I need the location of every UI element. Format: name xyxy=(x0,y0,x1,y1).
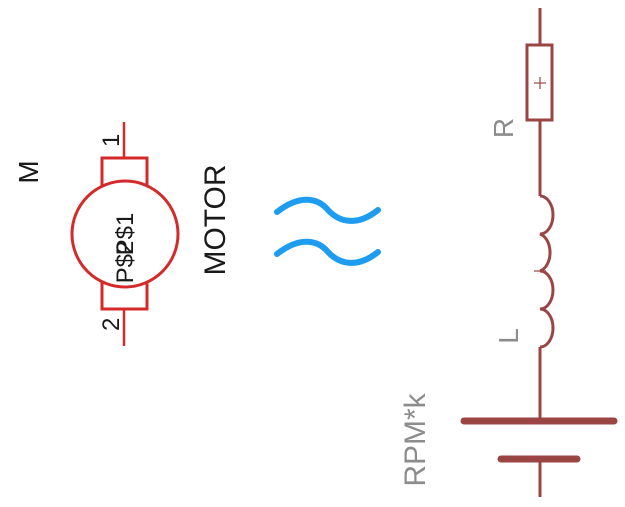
approx-wave-bottom xyxy=(274,238,381,266)
motor-part-label-overlap: P$2 xyxy=(112,241,139,284)
motor-brush-top xyxy=(100,156,149,186)
equivalent-circuit[interactable] xyxy=(460,8,618,497)
motor-pin1-label: 1 xyxy=(98,134,125,147)
motor-brush-bottom xyxy=(100,282,149,311)
approximately-equal-icon xyxy=(274,196,381,266)
approx-wave-top xyxy=(274,196,381,224)
inductor-label: L xyxy=(493,328,524,344)
motor-symbol[interactable] xyxy=(70,122,180,346)
resistor-label: R xyxy=(488,118,519,138)
motor-pin2-label: 2 xyxy=(98,318,125,331)
motor-part-label: P$1 xyxy=(112,213,139,256)
source-label: RPM*k xyxy=(399,392,432,486)
motor-body-circle xyxy=(70,179,180,289)
motor-value-label: MOTOR xyxy=(199,164,232,275)
motor-name-label: M xyxy=(13,160,44,183)
